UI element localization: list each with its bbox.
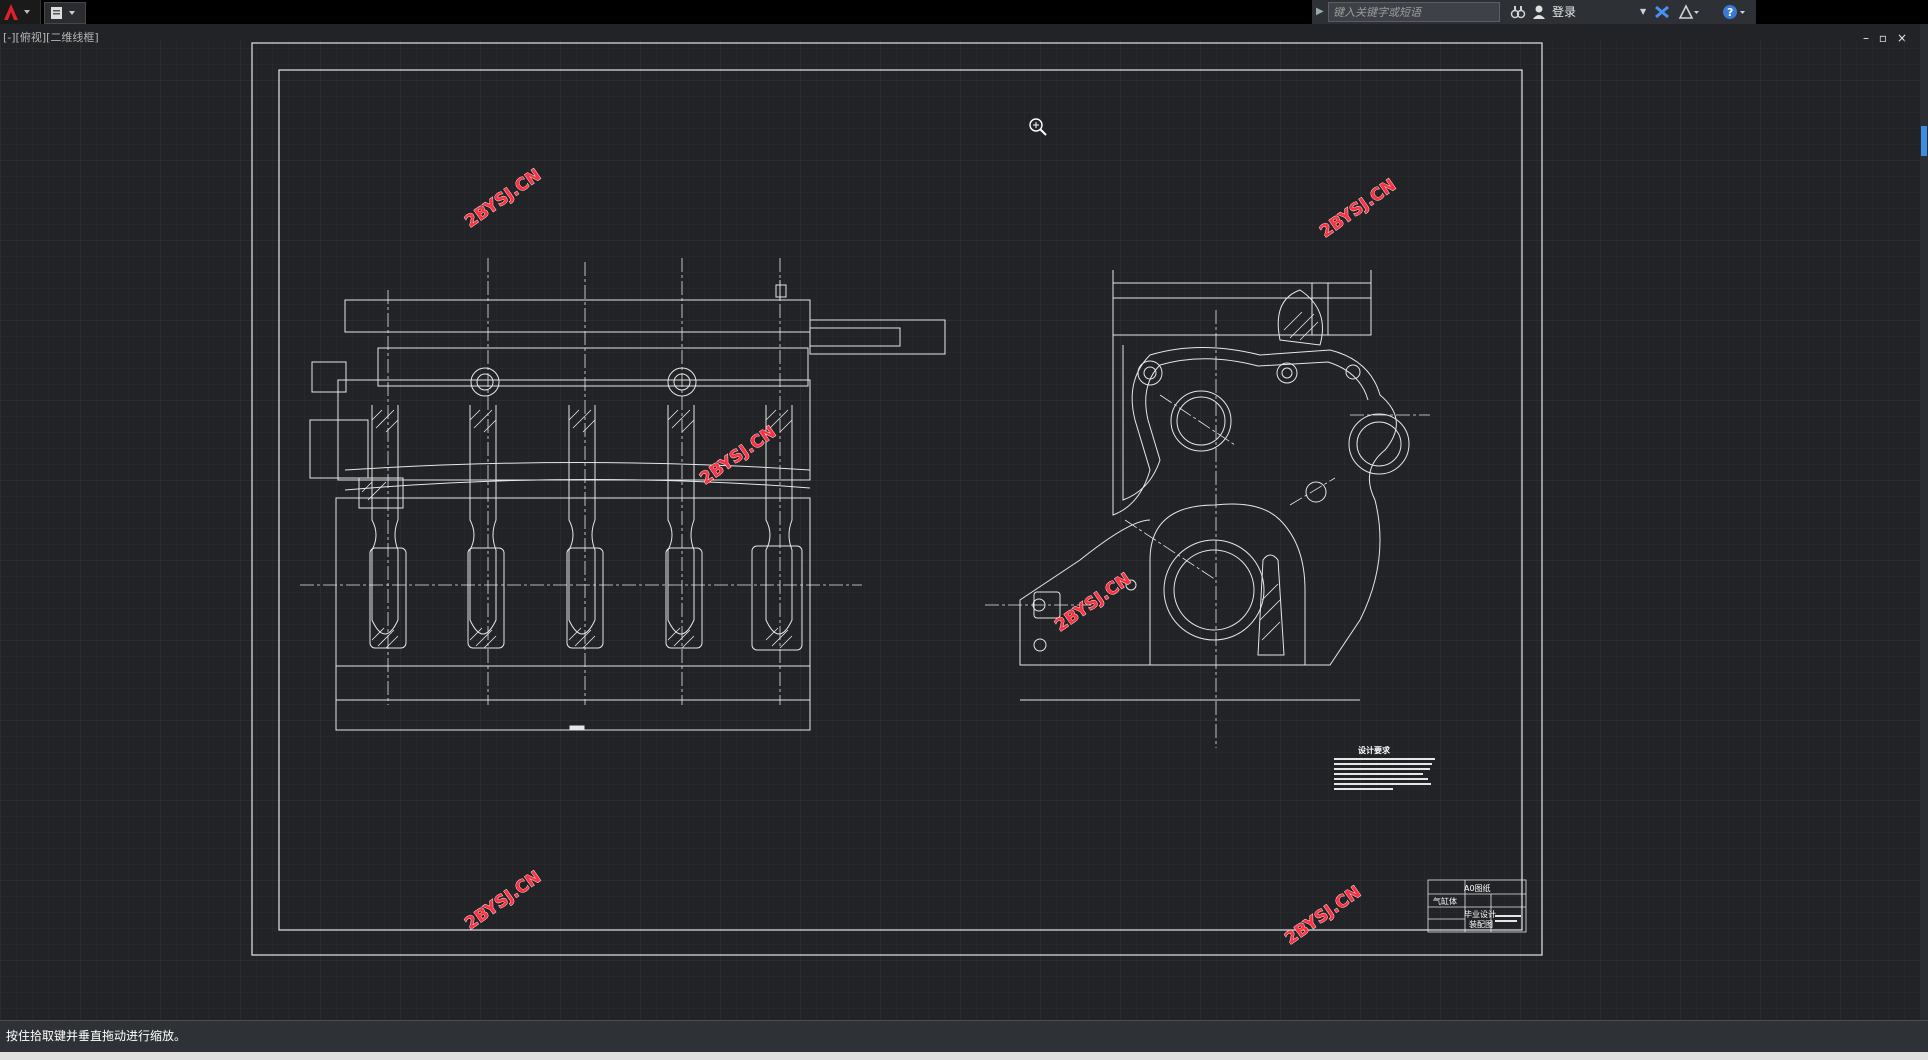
autodesk-a360-icon[interactable] — [1678, 3, 1700, 21]
title-block-part-name: 气缸体 — [1433, 896, 1457, 906]
close-drawing-button[interactable]: × — [1896, 31, 1908, 45]
side-view — [985, 270, 1430, 748]
title-block-sheet-size: A0图纸 — [1464, 883, 1491, 893]
document-menu-icon — [51, 7, 75, 19]
command-prompt-text: 按住拾取键并垂直拖动进行缩放。 — [6, 1029, 187, 1043]
design-requirements-notes: 设计要求 — [1334, 745, 1435, 790]
user-icon[interactable] — [1532, 3, 1546, 21]
search-binoculars-icon[interactable] — [1510, 3, 1526, 21]
help-icon[interactable]: ? — [1722, 3, 1746, 21]
side-hatching — [1259, 311, 1319, 641]
keyword-search-input[interactable] — [1328, 2, 1500, 22]
sheet-outer-border — [251, 42, 1543, 956]
sheet-inner-border — [278, 69, 1523, 931]
signin-dropdown-icon[interactable]: ▼ — [1640, 7, 1647, 16]
front-section-view — [300, 258, 946, 731]
minimize-drawing-button[interactable]: – — [1863, 31, 1869, 45]
title-block: A0图纸 气缸体 毕业设计 装配图 — [1427, 879, 1527, 933]
exchange-icon[interactable] — [1654, 3, 1670, 21]
quick-access-toolbar-button[interactable] — [44, 2, 86, 24]
search-expand-arrow-icon[interactable]: ▶ — [1316, 6, 1324, 17]
sign-in-label[interactable]: 登录 — [1552, 5, 1577, 19]
title-block-drawing-type: 装配图 — [1469, 919, 1493, 929]
application-menu-button[interactable] — [0, 0, 41, 24]
autocad-logo-icon — [4, 4, 30, 20]
bearing-bosses — [470, 367, 697, 397]
title-block-project: 毕业设计 — [1464, 909, 1496, 919]
drawing-grid — [0, 40, 1920, 1020]
restore-drawing-button[interactable]: ▫ — [1878, 31, 1888, 45]
side-centerlines — [985, 310, 1430, 748]
command-line-bar[interactable] — [0, 1020, 1928, 1053]
zoom-magnifier-icon — [1029, 118, 1047, 136]
right-edge-indicator — [1921, 126, 1927, 156]
model-space-canvas[interactable]: 设计要求 A0图纸 气缸体 毕业设计 装配图 2BYSJ.CN 2BYSJ.CN… — [0, 40, 1920, 1020]
svg-text:?: ? — [1727, 6, 1733, 19]
centerlines — [300, 258, 862, 705]
notes-title: 设计要求 — [1358, 745, 1391, 755]
status-bar-strip — [0, 1052, 1928, 1060]
right-edge-panel — [1920, 24, 1928, 1020]
hatching — [361, 409, 793, 649]
